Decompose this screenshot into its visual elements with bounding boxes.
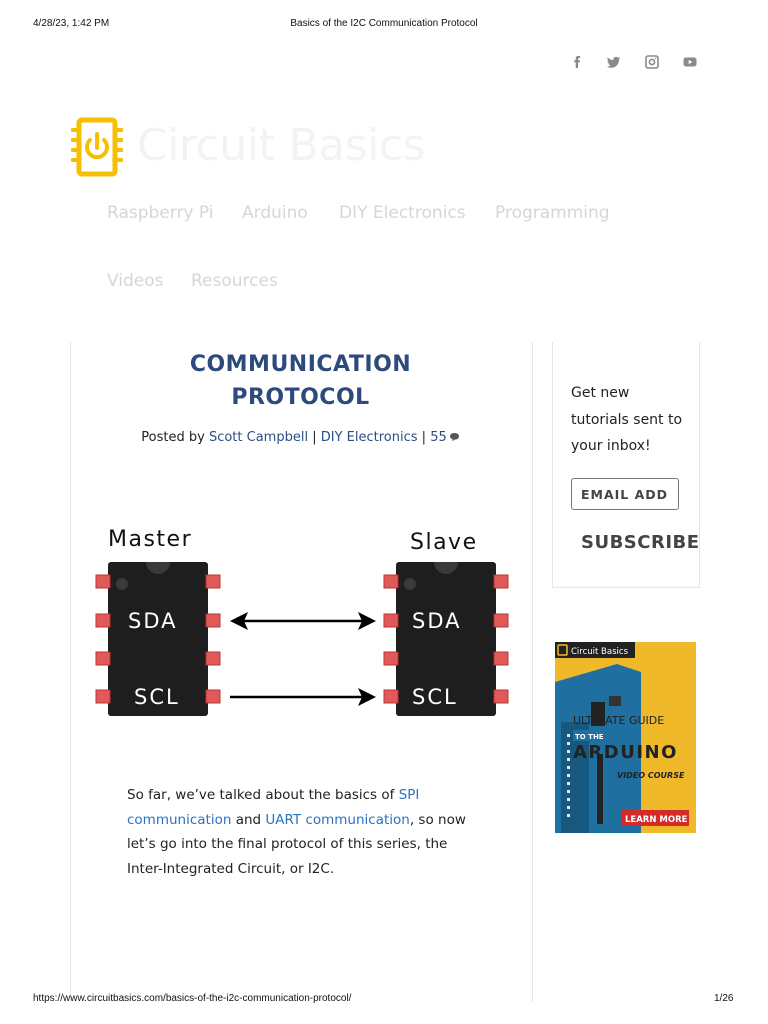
slave-sda-label: SDA xyxy=(412,609,462,633)
scl-arrow xyxy=(230,688,376,706)
print-datetime: 4/28/23, 1:42 PM xyxy=(33,18,110,29)
post-byline: Posted by Scott Campbell | DIY Electroni… xyxy=(70,430,531,445)
print-title: Basics of the I2C Communication Protocol xyxy=(290,18,478,29)
category-link[interactable]: DIY Electronics xyxy=(320,430,418,445)
posted-by-label: Posted by xyxy=(141,430,205,445)
newsletter-widget xyxy=(552,342,700,588)
article-title-line2: PROTOCOL xyxy=(231,385,370,410)
master-chip: SDA SCL xyxy=(95,562,221,716)
spi-communication-link[interactable]: SPI communication xyxy=(127,787,420,828)
comments-link[interactable]: 55 xyxy=(430,430,460,445)
facebook-icon[interactable] xyxy=(568,53,586,76)
comment-icon xyxy=(449,433,459,442)
site-name[interactable]: Circuit Basics xyxy=(137,120,426,171)
master-sda-label: SDA xyxy=(128,609,178,633)
email-field-wrapper xyxy=(571,478,679,510)
ad-brand: Circuit Basics xyxy=(571,647,629,657)
ad-line-arduino: ARDUINO xyxy=(573,742,678,763)
intro-text: , so now let’s go into the final protoco… xyxy=(127,811,466,877)
power-chip-icon[interactable] xyxy=(70,116,124,183)
master-scl-label: SCL xyxy=(134,685,180,709)
slave-chip: SDA SCL xyxy=(383,562,509,716)
instagram-icon[interactable] xyxy=(643,53,661,76)
intro-paragraph: So far, we’ve talked about the basics of… xyxy=(127,783,477,881)
sda-bidirectional-arrow xyxy=(230,612,376,630)
ad-line-ultimate-guide: ULTIMATE GUIDE xyxy=(573,714,664,727)
byline-separator: | xyxy=(312,430,317,445)
master-label: Master xyxy=(108,527,192,552)
intro-text: and xyxy=(231,811,266,828)
nav-item-videos[interactable]: Videos xyxy=(107,271,164,291)
article-title-line1: COMMUNICATION xyxy=(189,352,412,377)
uart-communication-link[interactable]: UART communication xyxy=(265,811,410,828)
email-field[interactable] xyxy=(572,479,678,509)
nav-item-programming[interactable]: Programming xyxy=(495,203,610,223)
ad-line-to-the: TO THE xyxy=(575,733,604,741)
slave-label: Slave xyxy=(410,530,478,555)
ad-line-video-course: VIDEO COURSE xyxy=(617,771,685,780)
nav-item-raspberry-pi[interactable]: Raspberry Pi xyxy=(107,203,214,223)
nav-item-resources[interactable]: Resources xyxy=(191,271,278,291)
signup-text: Get new tutorials sent to your inbox! xyxy=(571,385,683,454)
slave-scl-label: SCL xyxy=(412,685,458,709)
twitter-icon[interactable] xyxy=(605,53,623,76)
ad-learn-more-button[interactable]: LEARN MORE xyxy=(625,815,688,825)
author-link[interactable]: Scott Campbell xyxy=(208,430,309,445)
subscribe-button[interactable]: SUBSCRIBE xyxy=(581,532,700,553)
intro-text: So far, we’ve talked about the basics of xyxy=(127,787,399,803)
article-card xyxy=(70,342,533,1002)
nav-item-diy-electronics[interactable]: DIY Electronics xyxy=(339,203,466,223)
byline-separator: | xyxy=(421,430,427,445)
print-page-number: 1/26 xyxy=(714,993,734,1004)
nav-item-arduino[interactable]: Arduino xyxy=(242,203,308,223)
youtube-icon[interactable] xyxy=(681,53,699,76)
i2c-diagram: Master Slave SDA SCL xyxy=(92,520,512,720)
arduino-course-ad[interactable]: Circuit Basics ULTIMATE GUIDE TO THE ARD… xyxy=(555,642,696,833)
comments-count: 55 xyxy=(430,430,447,445)
print-url: https://www.circuitbasics.com/basics-of-… xyxy=(33,993,352,1004)
